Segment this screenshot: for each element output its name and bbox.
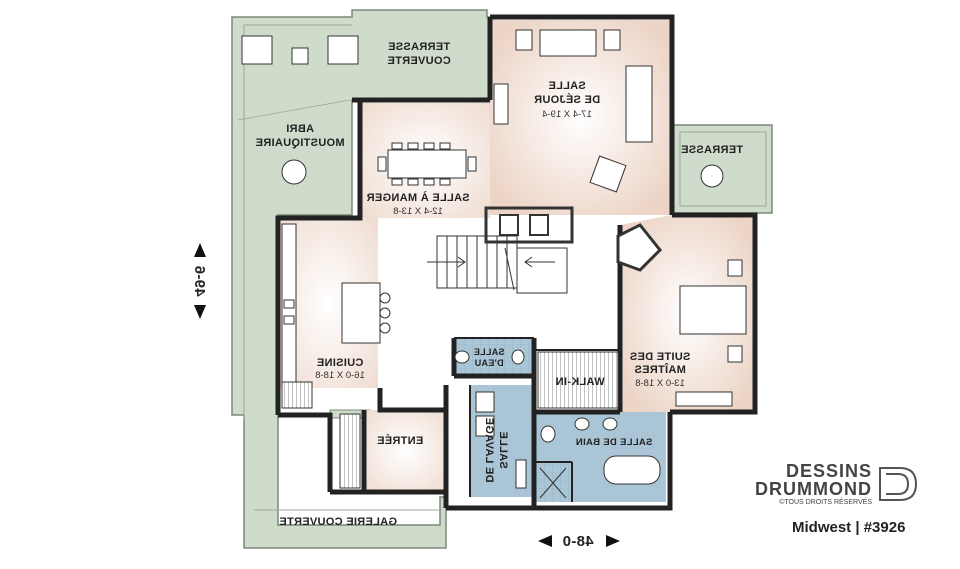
dimension-arrows xyxy=(194,243,620,547)
dims-suite: 13-0 X 18-8 xyxy=(635,378,685,389)
dimension-depth: 49-6 xyxy=(191,265,208,296)
label-terrasse-couverte-1: TERRASSE xyxy=(388,41,450,53)
bedroom-furniture xyxy=(616,223,747,407)
stairs xyxy=(427,206,574,294)
label-suite-1: SUITE DES xyxy=(630,351,691,363)
brand-line2: DRUMMOND xyxy=(755,479,872,499)
label-salle-sejour-2: DE SÉJOUR xyxy=(534,93,600,106)
label-lavage-2: DE LAVAGE xyxy=(483,417,495,482)
label-salle-manger: SALLE À MANGER xyxy=(366,191,469,204)
label-terrasse: TERRASSE xyxy=(681,144,743,156)
brand-rights: ©TOUS DROITS RÉSERVÉS xyxy=(779,499,872,506)
brand-logo-icon xyxy=(879,467,918,501)
dims-salle-manger: 12-4 X 13-8 xyxy=(393,206,443,217)
label-suite-2: MAÎTRES xyxy=(634,363,686,376)
label-entree: ENTRÉE xyxy=(377,434,423,447)
porch-furniture xyxy=(241,35,724,188)
kitchen-fixtures xyxy=(281,223,391,409)
model-label: Midwest | #3926 xyxy=(792,519,906,536)
label-lavage-1: SALLE xyxy=(497,431,509,469)
dims-cuisine: 16-0 X 18-8 xyxy=(315,370,365,381)
label-salle-eau-2: D'EAU xyxy=(474,358,503,368)
bath-fixtures xyxy=(339,349,661,499)
brand-line1: DESSINS xyxy=(785,461,872,481)
label-cuisine: CUISINE xyxy=(317,357,364,369)
room-labels: TERRASSE COUVERTE SALLE DE SÉJOUR 17-4 X… xyxy=(191,41,743,550)
living-furniture xyxy=(493,29,653,193)
label-galerie: GALERIE COUVERTE xyxy=(279,516,397,528)
label-salle-sejour-1: SALLE xyxy=(548,80,586,92)
dining-table xyxy=(377,142,477,186)
label-walk-in: WALK-IN xyxy=(555,376,604,388)
walls xyxy=(275,14,758,511)
label-abri-2: MOUSTIQUAIRE xyxy=(255,137,344,149)
label-salle-eau-1: SALLE xyxy=(473,347,504,357)
dims-salle-sejour: 17-4 X 19-4 xyxy=(542,109,592,120)
label-salle-bain: SALLE DE BAIN xyxy=(576,437,653,448)
label-terrasse-couverte-2: COUVERTE xyxy=(387,55,451,67)
dimension-width: 48-0 xyxy=(562,533,593,550)
brand-block: DESSINS DRUMMOND ©TOUS DROITS RÉSERVÉS xyxy=(752,462,872,508)
label-abri-1: ABRI xyxy=(286,123,314,135)
entry-area xyxy=(364,410,446,492)
